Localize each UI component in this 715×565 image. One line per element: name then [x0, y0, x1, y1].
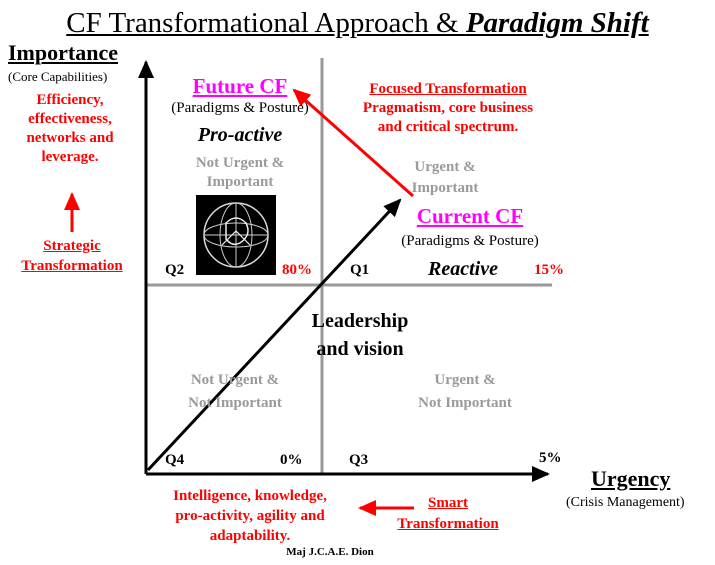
q1-percent: 15%: [534, 262, 564, 278]
q2-percent: 80%: [282, 262, 312, 278]
q4-percent: 0%: [280, 452, 303, 468]
future-cf-mode: Pro-active: [197, 124, 283, 146]
page-title: CF Transformational Approach & Paradigm …: [66, 7, 649, 39]
q1-label: Q1: [350, 262, 370, 278]
q3-label: Q3: [349, 452, 369, 468]
bottom-note: Intelligence, knowledge, pro-activity, a…: [173, 488, 327, 544]
current-cf-mode: Reactive: [428, 258, 498, 280]
focused-transformation: Focused Transformation Pragmatism, core …: [362, 81, 534, 135]
q4-description: Not Urgent & Not Important: [188, 372, 282, 411]
q2-description: Not Urgent & Important: [195, 155, 285, 190]
globe-emblem-icon: [196, 195, 276, 275]
current-cf-title: Current CF: [416, 204, 524, 228]
y-axis-sublabel: (Core Capabilities): [8, 69, 108, 84]
x-axis-sublabel: (Crisis Management): [566, 495, 685, 510]
author: Maj J.C.A.E. Dion: [286, 546, 374, 558]
q3-percent: 5%: [539, 450, 562, 466]
current-cf-sub: (Paradigms & Posture): [401, 233, 539, 249]
strategic-transformation: Strategic Transformation: [21, 238, 123, 274]
left-note: Efficiency, effectiveness, networks and …: [26, 92, 114, 165]
y-axis-label: Importance: [8, 40, 118, 65]
q2-label: Q2: [165, 262, 185, 278]
focused-transformation-arrow: [292, 88, 414, 198]
q4-label: Q4: [165, 452, 185, 468]
leadership-arrow: [146, 198, 402, 472]
smart-transformation: Smart Transformation: [397, 495, 499, 532]
future-cf-title: Future CF: [192, 74, 288, 98]
leadership-label: Leadership and vision: [311, 310, 409, 360]
q3-description: Urgent & Not Important: [418, 372, 512, 411]
future-cf-sub: (Paradigms & Posture): [171, 100, 309, 116]
x-axis-label: Urgency: [591, 466, 671, 491]
q1-description: Urgent & Important: [411, 159, 479, 196]
